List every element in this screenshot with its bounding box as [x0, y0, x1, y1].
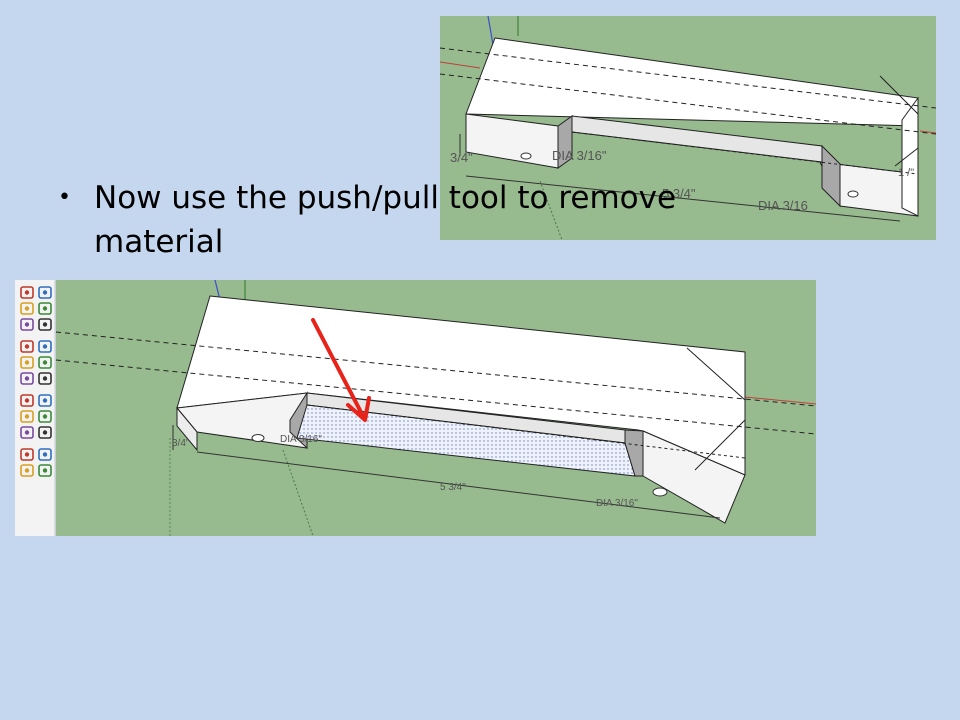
bullet-text: Now use the push/pull tool to remove mat… — [94, 180, 677, 260]
position-camera-tool-icon[interactable] — [20, 448, 34, 461]
rotate-tool-icon[interactable] — [20, 318, 34, 331]
orbit-tool-icon[interactable] — [20, 394, 34, 407]
dim-dia-right: DIA 3/16" — [596, 498, 638, 509]
dim-length: 5 3/4" — [440, 482, 466, 493]
edge-line — [686, 347, 746, 401]
red-arrow-annotation — [311, 318, 371, 422]
arrow-shaft — [311, 318, 365, 418]
cutout-right-wall — [624, 429, 644, 477]
green-axis-dotted — [539, 180, 563, 240]
protractor-tool-icon[interactable] — [38, 372, 52, 385]
dim-dia-right: DIA 3/16 — [758, 198, 808, 213]
hole-right-icon — [847, 190, 859, 198]
dim-length-line — [465, 175, 901, 222]
toolbar-icons — [20, 286, 52, 477]
guide-line-1 — [55, 331, 816, 407]
dim-length-line — [196, 451, 721, 519]
dimension-tool-icon[interactable] — [20, 372, 34, 385]
block-front-right — [642, 430, 746, 524]
red-axis — [744, 396, 816, 405]
top-screenshot: 3/4" DIA 3/16" 5 3/4" DIA 3/16 1 /" — [440, 16, 936, 240]
select-tool-icon[interactable] — [20, 286, 34, 299]
hole-left-icon — [251, 434, 265, 442]
red-axis — [440, 61, 481, 69]
axes-tool-icon[interactable] — [38, 356, 52, 369]
arrow-head — [346, 396, 371, 422]
edge-line — [879, 75, 919, 115]
pan-tool-icon[interactable] — [38, 394, 52, 407]
hole-right-icon — [652, 487, 668, 497]
cutout-left-wall — [557, 115, 573, 169]
paint-tool-icon[interactable] — [20, 302, 34, 315]
zoom-window-tool-icon[interactable] — [38, 410, 52, 423]
tape-tool-icon[interactable] — [38, 340, 52, 353]
bottom-model-view: 3/4" DIA 3/16" 5 3/4" DIA 3/16" — [15, 280, 816, 536]
guide-line-3 — [571, 131, 919, 175]
red-axis-right — [919, 130, 936, 134]
block-left-end — [176, 406, 198, 452]
eraser-tool-icon[interactable] — [38, 286, 52, 299]
previous-view-tool-icon[interactable] — [38, 426, 52, 439]
text-tool-icon[interactable] — [20, 356, 34, 369]
dim-partial: 1 /" — [898, 167, 914, 179]
dim-height: 3/4" — [172, 438, 190, 449]
bottom-screenshot: 3/4" DIA 3/16" 5 3/4" DIA 3/16" — [15, 280, 816, 536]
scale-tool-icon[interactable] — [38, 318, 52, 331]
guide-line-2 — [440, 73, 936, 135]
zoom-tool-icon[interactable] — [20, 410, 34, 423]
guide-line-3 — [306, 404, 746, 459]
dim-length: 5 3/4" — [662, 186, 696, 201]
offset-tool-icon[interactable] — [20, 340, 34, 353]
hole-left-icon — [520, 152, 532, 160]
bullet-item: • Now use the push/pull tool to remove m… — [58, 176, 778, 264]
guide-line-1 — [440, 47, 936, 109]
guide-line-2 — [55, 359, 816, 435]
cutout-right-wall — [821, 144, 841, 208]
top-model-view: 3/4" DIA 3/16" 5 3/4" DIA 3/16 1 /" — [440, 16, 936, 240]
dim-dia-left: DIA 3/16" — [552, 148, 607, 163]
zoom-extents-tool-icon[interactable] — [20, 426, 34, 439]
walk-tool-icon[interactable] — [20, 464, 34, 477]
move-tool-icon[interactable] — [38, 302, 52, 315]
look-around-tool-icon[interactable] — [38, 448, 52, 461]
green-axis-dotted — [282, 449, 314, 536]
section-tool-icon[interactable] — [38, 464, 52, 477]
edge-line-lower — [694, 419, 746, 471]
dim-dia-left: DIA 3/16" — [280, 434, 322, 445]
bullet-dot: • — [58, 185, 71, 210]
dim-height: 3/4" — [450, 150, 473, 165]
block-right-end — [901, 96, 919, 217]
edge-line-lower — [894, 147, 919, 167]
